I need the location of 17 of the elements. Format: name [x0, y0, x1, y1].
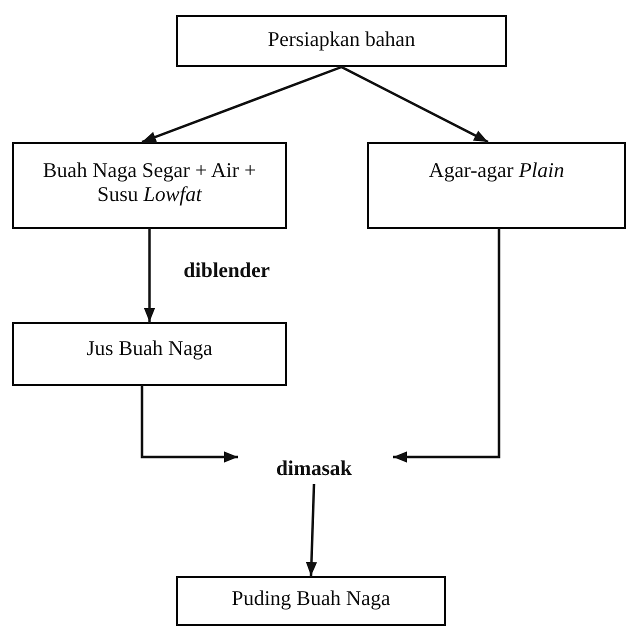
process-box — [12, 322, 287, 386]
step-text: Agar-agar Plain — [428, 158, 566, 182]
process-box — [176, 15, 507, 67]
process-box — [367, 142, 626, 229]
arrow — [306, 484, 318, 576]
process-box — [176, 576, 446, 626]
arrow — [140, 386, 238, 463]
arrow — [393, 229, 500, 463]
arrow — [144, 229, 156, 322]
arrow — [340, 66, 489, 144]
step-text: Persiapkan bahan — [266, 27, 416, 52]
step-label: dimasak — [262, 452, 366, 484]
step-text: Jus Buah Naga — [86, 336, 214, 360]
step-text: Buah Naga Segar + Air + Susu Lowfat — [42, 158, 257, 206]
arrow — [142, 66, 342, 144]
step-text: Puding Buah Naga — [230, 586, 392, 610]
process-box — [12, 142, 287, 229]
